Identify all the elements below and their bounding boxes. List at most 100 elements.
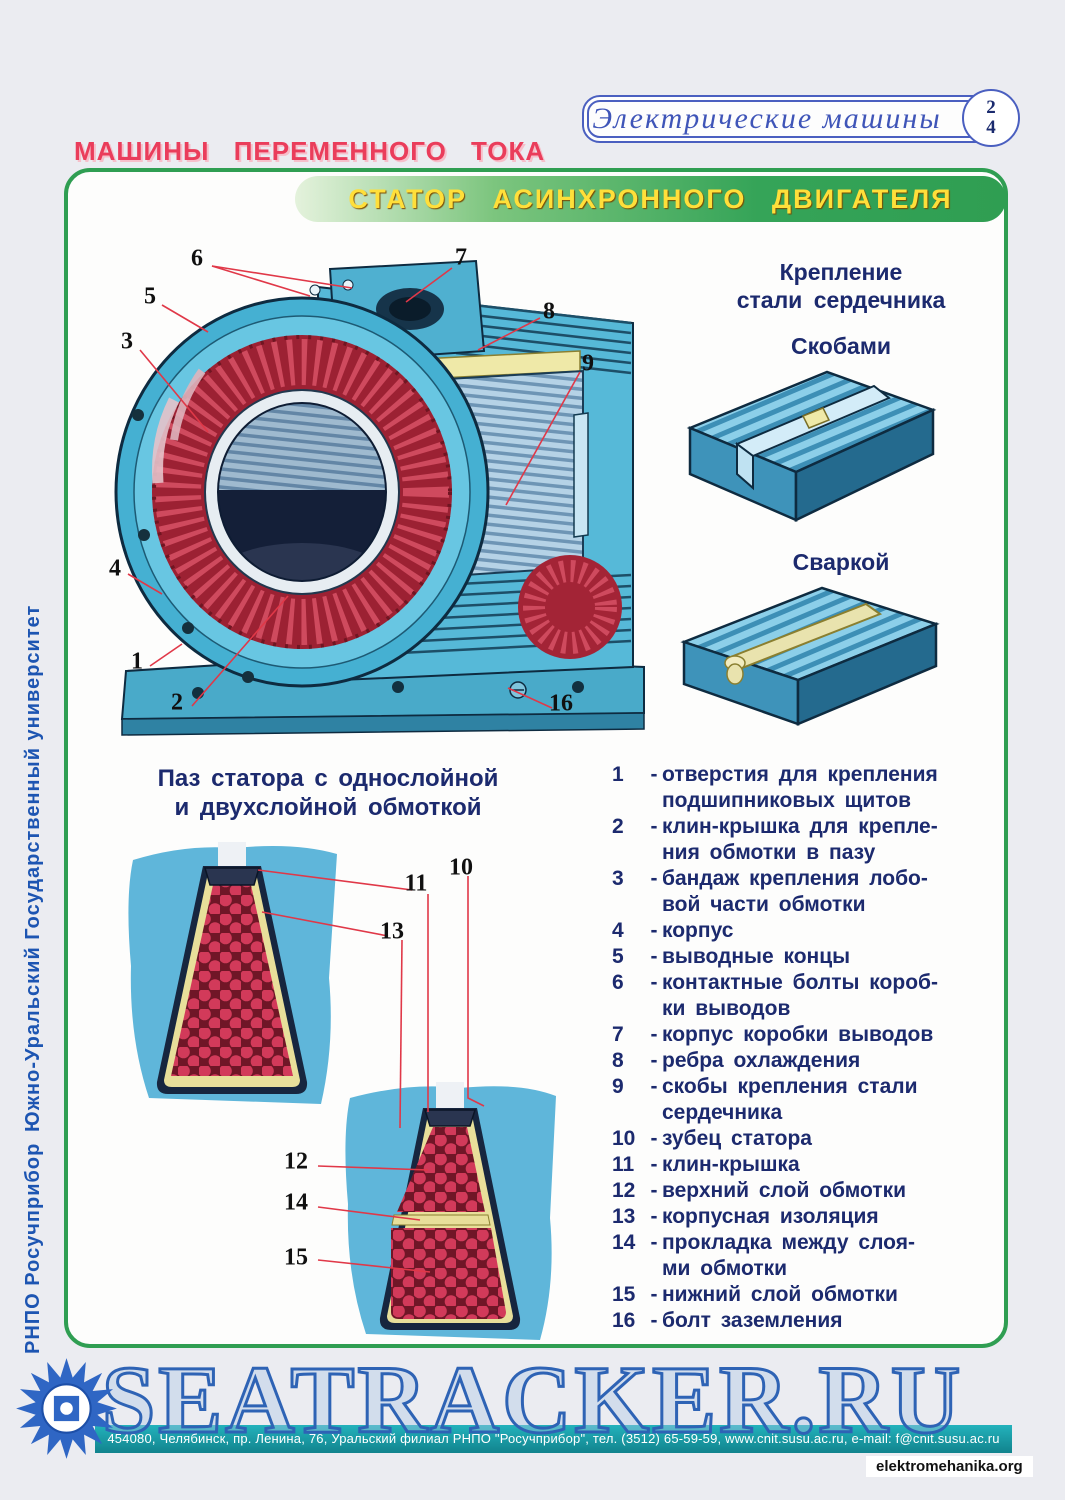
- legend-item: 7-корпус коробки выводов: [612, 1022, 996, 1048]
- callout-1: 1: [131, 648, 143, 675]
- slot-heading-line2: и двухслойной обмоткой: [174, 794, 482, 821]
- callout-12: 12: [284, 1148, 308, 1175]
- fastening-method-welding-label: Сваркой: [792, 549, 890, 575]
- legend-text: корпусная изоляция: [662, 1205, 879, 1228]
- callout-10: 10: [449, 854, 473, 881]
- page-number-bottom: 4: [986, 117, 996, 138]
- legend-dash: -: [650, 1309, 658, 1332]
- legend-dash: -: [650, 1205, 658, 1228]
- legend-dash: -: [650, 763, 658, 786]
- single-layer-slot-illustration: [128, 842, 337, 1104]
- legend-text: скобы крепления стали сердечника: [662, 1075, 918, 1124]
- legend-item: 5 -выводные концы: [612, 944, 996, 970]
- legend-num: 14: [612, 1231, 636, 1254]
- title-banner: СТАТОР АСИНХРОННОГО ДВИГАТЕЛЯ: [295, 176, 1006, 222]
- legend-text: ребра охлаждения: [662, 1049, 861, 1072]
- series-title: МАШИНЫ ПЕРЕМЕННОГО ТОКА: [74, 136, 546, 166]
- legend-dash: -: [650, 1075, 658, 1098]
- callout-4: 4: [109, 555, 121, 582]
- legend-text: верхний слой обмотки: [662, 1179, 906, 1202]
- legend-dash: -: [650, 1049, 658, 1072]
- two-layer-slot-illustration: [345, 1082, 556, 1340]
- series-badge-inner: Электрические машины: [587, 100, 1007, 138]
- fastening-heading-line1: Крепление: [779, 259, 903, 285]
- legend-dash: -: [650, 1127, 658, 1150]
- legend-text: зубец статора: [662, 1127, 812, 1150]
- callout-6: 6: [191, 245, 203, 272]
- legend-item: 8 -ребра охлаждения: [612, 1048, 996, 1074]
- callout-16: 16: [549, 690, 573, 717]
- slot-section-heading: Паз статора с однослойной и двухслойной …: [118, 764, 538, 822]
- legend-num: 6: [612, 971, 624, 994]
- legend-item: 2 -клин-крышка для крепле- ния обмотки в …: [612, 814, 996, 866]
- legend-item: 4 -корпус: [612, 918, 996, 944]
- legend-num: 3: [612, 867, 624, 890]
- legend-item: 9 -скобы крепления стали сердечника: [612, 1074, 996, 1126]
- legend-num: 15: [612, 1283, 636, 1306]
- legend-dash: -: [650, 815, 658, 838]
- legend-text: клин-крышка: [662, 1153, 800, 1176]
- callout-3: 3: [121, 328, 133, 355]
- sidebar-university-text: Южно-Уральский Государственный университ…: [22, 604, 44, 1132]
- legend-dash: -: [650, 1231, 658, 1254]
- callout-8: 8: [543, 298, 555, 325]
- sidebar-org-text: РНПО Росучприбор: [22, 1142, 44, 1354]
- legend-item: 14-прокладка между слоя- ми обмотки: [612, 1230, 996, 1282]
- legend-num: 13: [612, 1205, 636, 1228]
- legend-text: прокладка между слоя- ми обмотки: [662, 1231, 915, 1280]
- legend-item: 12-верхний слой обмотки: [612, 1178, 996, 1204]
- legend-item: 1 -отверстия для крепления подшипниковых …: [612, 762, 996, 814]
- legend-item: 6 -контактные болты короб- ки выводов: [612, 970, 996, 1022]
- parts-legend: 1-отверстия для крепления подшипниковых …: [612, 762, 996, 1334]
- legend-num: 5: [612, 945, 624, 968]
- bracket-fastening-illustration: [686, 370, 937, 522]
- legend-dash: -: [650, 1179, 658, 1202]
- legend-text: болт заземления: [662, 1309, 843, 1332]
- seatracker-logo: [16, 1358, 117, 1459]
- legend-text: выводные концы: [662, 945, 851, 968]
- legend-dash: -: [650, 945, 658, 968]
- footer-address-bar: 454080, Челябинск, пр. Ленина, 76, Ураль…: [95, 1425, 1012, 1453]
- stator-cutaway-illustration: [114, 259, 645, 736]
- legend-num: 9: [612, 1075, 624, 1098]
- legend-text: нижний слой обмотки: [662, 1283, 898, 1306]
- legend-text: бандаж крепления лобо- вой части обмотки: [662, 867, 928, 916]
- legend-num: 11: [612, 1153, 635, 1176]
- legend-dash: -: [650, 1283, 658, 1306]
- legend-num: 7: [612, 1023, 624, 1046]
- legend-dash: -: [650, 867, 658, 890]
- legend-text: клин-крышка для крепле- ния обмотки в па…: [662, 815, 938, 864]
- legend-num: 16: [612, 1309, 636, 1332]
- callout-9: 9: [582, 350, 594, 377]
- legend-item: 10-зубец статора: [612, 1126, 996, 1152]
- legend-num: 12: [612, 1179, 636, 1202]
- legend-item: 13-корпусная изоляция: [612, 1204, 996, 1230]
- callout-7: 7: [455, 244, 467, 271]
- callout-13: 13: [380, 918, 404, 945]
- slot-heading-line1: Паз статора с однослойной: [157, 765, 499, 792]
- legend-dash: -: [650, 971, 658, 994]
- page-number-circle: 2 4: [962, 89, 1020, 147]
- callout-5: 5: [144, 283, 156, 310]
- fastening-method-brackets-label: Скобами: [790, 333, 892, 359]
- site-stamp: elektromehanika.org: [866, 1456, 1033, 1477]
- legend-item: 16-болт заземления: [612, 1308, 996, 1334]
- legend-num: 4: [612, 919, 624, 942]
- watermark-text: SEATRACKER.RU: [100, 1345, 964, 1455]
- series-badge: Электрические машины: [582, 95, 1012, 143]
- legend-text: контактные болты короб- ки выводов: [662, 971, 938, 1020]
- legend-text: отверстия для крепления подшипниковых щи…: [662, 763, 938, 812]
- page-number-top: 2: [986, 97, 996, 119]
- legend-item: 11-клин-крышка: [612, 1152, 996, 1178]
- legend-num: 2: [612, 815, 624, 838]
- legend-dash: -: [650, 1023, 658, 1046]
- legend-item: 15-нижний слой обмотки: [612, 1282, 996, 1308]
- legend-dash: -: [650, 919, 658, 942]
- legend-num: 8: [612, 1049, 624, 1072]
- callout-14: 14: [284, 1189, 308, 1216]
- callout-15: 15: [284, 1244, 308, 1271]
- legend-text: корпус: [662, 919, 734, 942]
- legend-num: 1: [612, 763, 624, 786]
- legend-item: 3 -бандаж крепления лобо- вой части обмот…: [612, 866, 996, 918]
- callout-2: 2: [171, 689, 183, 716]
